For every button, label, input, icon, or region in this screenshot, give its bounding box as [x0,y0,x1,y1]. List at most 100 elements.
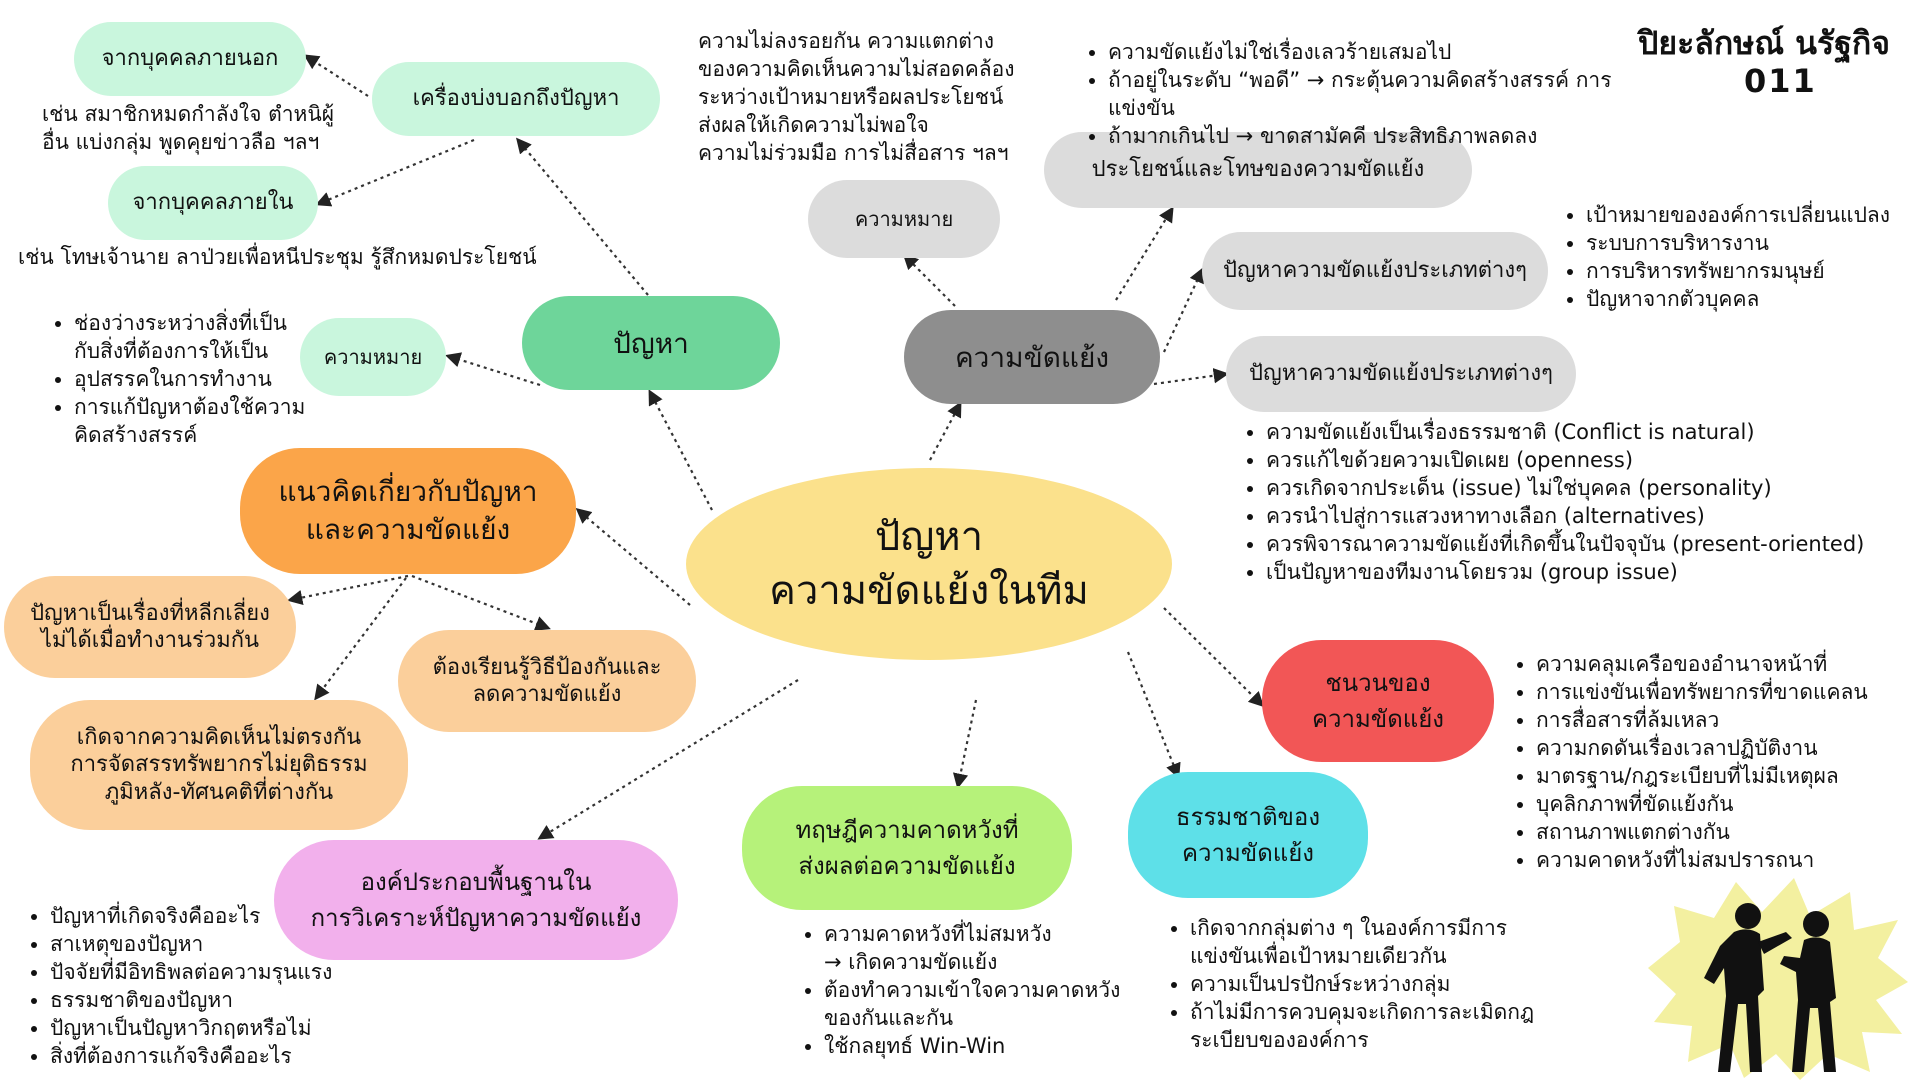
list-item: ความขัดแย้งไม่ใช่เรื่องเลวร้ายเสมอไป [1108,38,1668,66]
link-center-expectation [952,699,978,790]
center-label: ปัญหา ความขัดแย้งในทีม [769,514,1089,614]
list-item: ความคลุมเครือของอำนาจหน้าที่ [1536,650,1920,678]
list-item: ความคาดหวังที่ไม่สมหวัง → เกิดความขัดแย้… [824,920,1204,976]
problem-signs-internal-node[interactable]: จากบุคคลภายใน [108,166,318,240]
author-name: ปิยะลักษณ์ นรัฐกิจ [1638,24,1890,62]
author-code: 011 [1744,62,1817,100]
link-conflict-proscons [1115,206,1174,301]
types-bullets: เป้าหมายขององค์การเปลี่ยนแปลง ระบบการบริ… [1562,201,1920,313]
external-label: จากบุคคลภายนอก [101,46,279,72]
list-item: การบริหารทรัพยากรมนุษย์ [1586,257,1920,285]
list-item: ความเป็นปรปักษ์ระหว่างกลุ่ม [1190,970,1630,998]
list-item: ระบบการบริหารงาน [1586,229,1920,257]
nature-node[interactable]: ธรรมชาติของ ความขัดแย้ง [1128,772,1368,898]
conflict-types2-node[interactable]: ปัญหาความขัดแย้งประเภทต่างๆ [1226,336,1576,412]
conflict-meaning-node[interactable]: ความหมาย [808,180,1000,258]
link-center-conflict [929,401,962,461]
concept-unavoidable-node[interactable]: ปัญหาเป็นเรื่องที่หลีกเลี่ยง ไม่ได้เมื่อ… [4,576,296,678]
types2-label: ปัญหาความขัดแย้งประเภทต่างๆ [1249,361,1553,387]
conflict-node[interactable]: ความขัดแย้ง [904,310,1160,404]
concept-prevent-node[interactable]: ต้องเรียนรู้วิธีป้องกันและ ลดความขัดแย้ง [398,630,696,732]
list-item: ปัจจัยที่มีอิทธิพลต่อความรุนแรง [50,958,390,986]
components-label: องค์ประกอบพื้นฐานใน การวิเคราะห์ปัญหาควา… [310,868,642,932]
list-item: ธรรมชาติของปัญหา [50,986,390,1014]
center-topic[interactable]: ปัญหา ความขัดแย้งในทีม [686,468,1172,660]
problem-meaning-bullets: ช่องว่างระหว่างสิ่งที่เป็น กับสิ่งที่ต้อ… [50,309,334,449]
nature-bullets: เกิดจากกลุ่มต่าง ๆ ในองค์การมีการ แข่งขั… [1166,914,1630,1054]
internal-label: จากบุคคลภายใน [132,190,294,216]
conflict-label: ความขัดแย้ง [954,340,1110,374]
link-signs-internal [315,138,475,207]
list-item: เป้าหมายขององค์การเปลี่ยนแปลง [1586,201,1920,229]
list-item: ช่องว่างระหว่างสิ่งที่เป็น กับสิ่งที่ต้อ… [74,309,334,365]
components-node[interactable]: องค์ประกอบพื้นฐานใน การวิเคราะห์ปัญหาควา… [274,840,678,960]
types2-bullets: ความขัดแย้งเป็นเรื่องธรรมชาติ (Conflict … [1242,418,1920,586]
list-item: ความกดดันเรื่องเวลาปฏิบัติงาน [1536,734,1920,762]
types-label: ปัญหาความขัดแย้งประเภทต่างๆ [1223,258,1527,284]
list-item: ถ้ามากเกินไป → ขาดสามัคคี ประสิทธิภาพลดล… [1108,122,1668,150]
list-item: ถ้าอยู่ในระดับ “พอดี” → กระตุ้นความคิดสร… [1108,66,1668,122]
concept-causes-node[interactable]: เกิดจากความคิดเห็นไม่ตรงกัน การจัดสรรทรั… [30,700,408,830]
link-conflict-meaning [902,253,956,307]
link-center-concept [575,508,691,606]
list-item: ปัญหาที่เกิดจริงคืออะไร [50,902,390,930]
external-example: เช่น สมาชิกหมดกำลังใจ ตำหนิผู้ อื่น แบ่ง… [42,102,335,154]
conflict-proscons-node[interactable]: ประโยชน์และโทษของความขัดแย้ง [1044,132,1472,208]
list-item: มาตรฐาน/กฎระเบียบที่ไม่มีเหตุผล [1536,762,1920,790]
problem-signs-external-node[interactable]: จากบุคคลภายนอก [74,22,306,96]
list-item: บุคลิกภาพที่ขัดแย้งกัน [1536,790,1920,818]
problem-label: ปัญหา [613,326,689,360]
link-signs-external [303,54,369,97]
link-problem-signs [516,137,649,296]
components-bullets: ปัญหาที่เกิดจริงคืออะไร สาเหตุของปัญหา ป… [26,902,390,1070]
proscons-label: ประโยชน์และโทษของความขัดแย้ง [1091,157,1425,183]
link-center-problem [648,389,713,511]
conflict-meaning-label: ความหมาย [854,206,954,231]
burst-shape [1648,878,1908,1080]
list-item: ความคาดหวังที่ไม่สมปรารถนา [1536,846,1920,874]
list-item: ปัญหาเป็นปัญหาวิกฤตหรือไม่ [50,1014,390,1042]
unavoidable-label: ปัญหาเป็นเรื่องที่หลีกเลี่ยง ไม่ได้เมื่อ… [30,600,270,654]
list-item: การแข่งขันเพื่อทรัพยากรที่ขาดแคลน [1536,678,1920,706]
list-item: ความขัดแย้งเป็นเรื่องธรรมชาติ (Conflict … [1266,418,1920,446]
conflict-types-node[interactable]: ปัญหาความขัดแย้งประเภทต่างๆ [1202,232,1548,310]
list-item: การสื่อสารที่ล้มเหลว [1536,706,1920,734]
expectation-label: ทฤษฎีความคาดหวังที่ ส่งผลต่อความขัดแย้ง [795,816,1019,880]
causes-label: เกิดจากความคิดเห็นไม่ตรงกัน การจัดสรรทรั… [70,724,368,805]
concept-node[interactable]: แนวคิดเกี่ยวกับปัญหา และความขัดแย้ง [240,448,576,574]
list-item: ควรพิจารณาความขัดแย้งที่เกิดขึ้นในปัจจุบ… [1266,530,1920,558]
concept-label: แนวคิดเกี่ยวกับปัญหา และความขัดแย้ง [278,475,538,546]
nature-label: ธรรมชาติของ ความขัดแย้ง [1175,803,1321,867]
problem-signs-label: เครื่องบ่งบอกถึงปัญหา [412,86,620,112]
link-concept-causes [314,577,407,701]
list-item: ใช้กลยุทธ์ Win-Win [824,1032,1204,1060]
conflict-meaning-text: ความไม่ลงรอยกัน ความแตกต่าง ของความคิดเห… [698,29,1015,165]
link-concept-unavoidable [286,574,409,606]
list-item: ควรแก้ไขด้วยความเปิดเผย (openness) [1266,446,1920,474]
problem-signs-node[interactable]: เครื่องบ่งบอกถึงปัญหา [372,62,660,136]
link-conflict-types2 [1153,368,1230,386]
link-concept-prevent [411,574,551,631]
list-item: อุปสรรคในการทำงาน [74,365,334,393]
list-item: ต้องทำความเข้าใจความคาดหวัง ของกันและกัน [824,976,1204,1032]
problem-meaning-label: ความหมาย [323,344,423,369]
origins-label: ชนวนของ ความขัดแย้ง [1311,669,1445,733]
list-item: เป็นปัญหาของทีมงานโดยรวม (group issue) [1266,558,1920,586]
list-item: สถานภาพแตกต่างกัน [1536,818,1920,846]
problem-node[interactable]: ปัญหา [522,296,780,390]
internal-example: เช่น โทษเจ้านาย ลาป่วยเพื่อหนีประชุม รู้… [18,245,537,269]
origins-bullets: ความคลุมเครือของอำนาจหน้าที่ การแข่งขันเ… [1512,650,1920,874]
prevent-label: ต้องเรียนรู้วิธีป้องกันและ ลดความขัดแย้ง [432,654,662,708]
expectation-node[interactable]: ทฤษฎีความคาดหวังที่ ส่งผลต่อความขัดแย้ง [742,786,1072,910]
link-conflict-types [1163,267,1204,353]
link-center-nature [1126,651,1181,779]
list-item: การแก้ปัญหาต้องใช้ความ คิดสร้างสรรค์ [74,393,334,449]
list-item: เกิดจากกลุ่มต่าง ๆ ในองค์การมีการ แข่งขั… [1190,914,1630,970]
proscons-bullets: ความขัดแย้งไม่ใช่เรื่องเลวร้ายเสมอไป ถ้า… [1084,38,1668,150]
problem-meaning-node[interactable]: ความหมาย [300,318,446,396]
link-center-origins [1163,607,1265,708]
origins-node[interactable]: ชนวนของ ความขัดแย้ง [1262,640,1494,762]
list-item: ควรเกิดจากประเด็น (issue) ไม่ใช่บุคคล (p… [1266,474,1920,502]
list-item: ปัญหาจากตัวบุคคล [1586,285,1920,313]
two-people-arguing-icon [1648,878,1908,1080]
